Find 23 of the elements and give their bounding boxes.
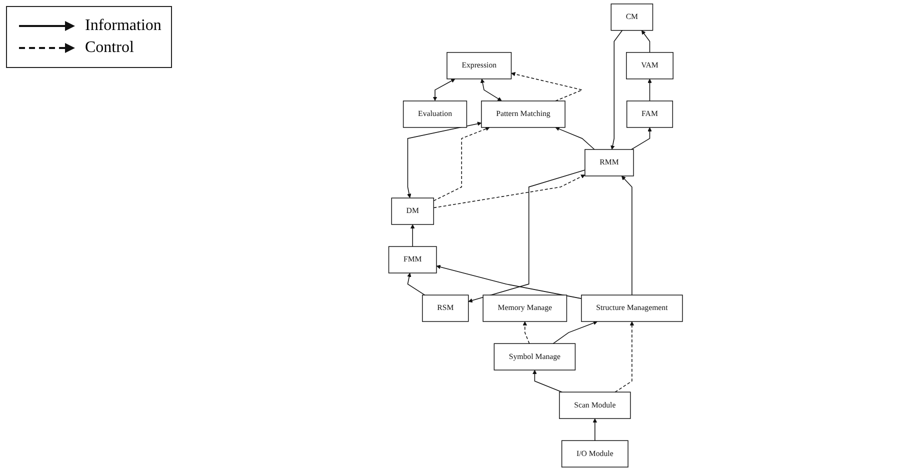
arrow [436, 264, 582, 299]
arrow [480, 78, 502, 102]
arrow [532, 370, 563, 392]
arrow [615, 321, 634, 392]
arrow [642, 30, 650, 53]
arrow [407, 122, 482, 198]
arrow [648, 78, 652, 102]
arrow [410, 224, 416, 247]
arrow [523, 321, 530, 344]
legend-label: Information [85, 17, 162, 35]
legend-label: Control [85, 39, 134, 57]
arrow [610, 30, 623, 150]
arrow [434, 126, 490, 202]
arrow [433, 78, 456, 101]
arrow [553, 320, 598, 344]
arrow [593, 418, 598, 441]
arrow [434, 174, 586, 208]
arrow [631, 127, 652, 150]
arrow [511, 72, 584, 102]
arrow [468, 170, 586, 303]
arrow [556, 126, 596, 150]
arrow [407, 272, 426, 296]
arrow [622, 176, 633, 296]
